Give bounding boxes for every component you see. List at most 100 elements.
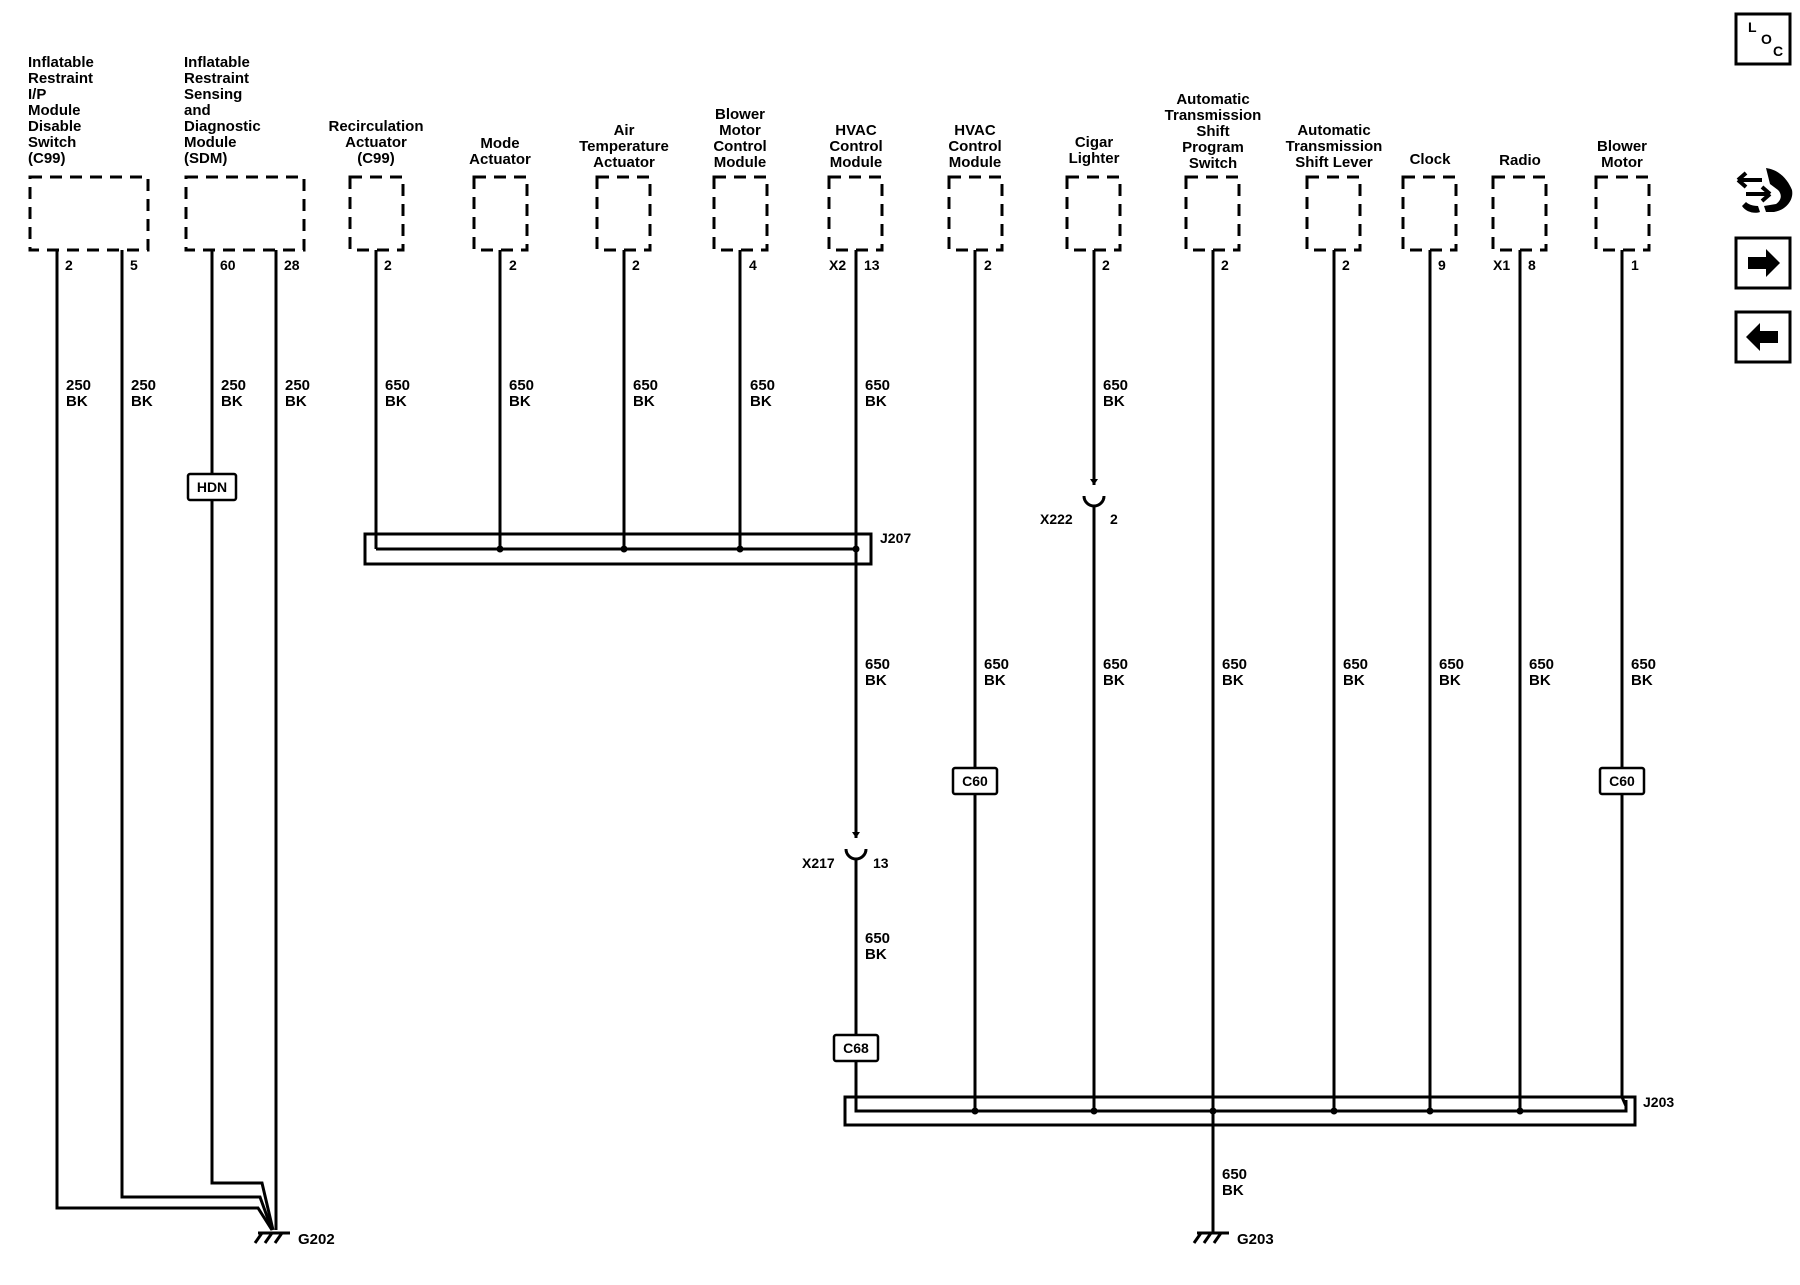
component-label-line: Transmission [1165, 107, 1262, 124]
component-label-line: Cigar [1075, 134, 1114, 151]
component-label-line: Transmission [1286, 138, 1383, 155]
component-label-line: (SDM) [184, 150, 227, 167]
previous-button[interactable] [1734, 310, 1792, 364]
wire-label-w8-gauge: 650 [750, 377, 775, 394]
splice-j203-bar [854, 1100, 1628, 1113]
component-box-c13 [1491, 175, 1548, 252]
component-connector-icon[interactable] [1736, 168, 1793, 213]
inline-connector-x222: X222 2 [1040, 479, 1118, 527]
pin-c7-connector: X2 [829, 257, 846, 273]
component-label-line: Actuator [593, 154, 655, 171]
component-label-line: Shift Lever [1295, 154, 1373, 171]
component-label-line: Module [714, 154, 767, 171]
wire-label-w1-color: BK [66, 393, 88, 410]
splice-j203-label: J203 [1643, 1094, 1674, 1110]
splice-j203-node [1209, 1107, 1217, 1115]
component-label-line: Restraint [28, 70, 93, 87]
plug-icon [1742, 202, 1760, 213]
tag-c68: C68 [843, 1040, 869, 1056]
tag-hdn: HDN [197, 479, 227, 495]
component-box-c4 [472, 175, 529, 252]
location-button[interactable]: L O C [1734, 12, 1792, 66]
wire-label-w12-gauge: 650 [984, 656, 1009, 673]
wire-label-w17-gauge: 650 [1529, 656, 1554, 673]
pin-c11-2: 2 [1342, 257, 1350, 273]
ground-g203-label: G203 [1237, 1231, 1274, 1248]
component-label-line: Diagnostic [184, 118, 261, 135]
component-label-line: Mode [480, 135, 519, 152]
component-boxes [28, 175, 1651, 252]
previous-button-frame[interactable] [1734, 310, 1792, 364]
component-label-line: Sensing [184, 86, 242, 103]
wire-label-w4-color: BK [285, 393, 307, 410]
swap-arrow-icon [1736, 171, 1762, 189]
wire-label-w3-color: BK [221, 393, 243, 410]
ground-g202-label: G202 [298, 1231, 335, 1248]
wire-label-w14-gauge: 650 [1222, 656, 1247, 673]
wire-label-w2-color: BK [131, 393, 153, 410]
wire-label-w16-color: BK [1439, 672, 1461, 689]
component-label-line: Motor [1601, 154, 1643, 171]
pin-c13-connector: X1 [1493, 257, 1510, 273]
pin-c12-9: 9 [1438, 257, 1446, 273]
pin-numbers: 2 5 60 28 2 2 2 4 X2 13 2 2 2 2 9 X1 8 1 [65, 257, 1639, 273]
component-box-c14 [1594, 175, 1651, 252]
connector-x217-pin: 13 [873, 855, 889, 871]
ground-g203-hatch [1192, 1232, 1203, 1244]
wire-label-w2-gauge: 250 [131, 377, 156, 394]
tag-c60b-box [1598, 766, 1646, 796]
next-button[interactable] [1734, 236, 1792, 290]
wire-label-w17-color: BK [1529, 672, 1551, 689]
tags: HDN C60 C60 C68 [186, 472, 1646, 1063]
component-label-line: Recirculation [328, 118, 423, 135]
component-label-line: HVAC [954, 122, 996, 139]
ground-g203-hatch [1202, 1232, 1213, 1244]
arrow-right-icon [1748, 249, 1780, 277]
ground-g202-hatch [273, 1232, 284, 1244]
wire-label-w5-color: BK [385, 393, 407, 410]
component-label-line: Program [1182, 139, 1244, 156]
wire-label-w11-gauge: 650 [865, 656, 890, 673]
pin-c5-2: 2 [632, 257, 640, 273]
ground-g203: G203 [1192, 1231, 1274, 1248]
wire-label-w16-gauge: 650 [1439, 656, 1464, 673]
splice-j203-node [1516, 1107, 1524, 1115]
component-box-c12 [1401, 175, 1458, 252]
component-label-line: Clock [1410, 151, 1452, 168]
location-letter: L [1748, 19, 1757, 35]
wire-label-w9-color: BK [865, 393, 887, 410]
component-label-line: Actuator [469, 151, 531, 168]
component-box-c8 [947, 175, 1004, 252]
component-label-line: Control [829, 138, 882, 155]
component-box-c1 [28, 175, 150, 252]
component-label-line: Control [948, 138, 1001, 155]
pin-c14-1: 1 [1631, 257, 1639, 273]
component-label-line: Blower [715, 106, 765, 123]
component-label-line: Switch [28, 134, 76, 151]
component-label-c13: Radio [1499, 152, 1541, 169]
wire-label-w4-gauge: 250 [285, 377, 310, 394]
location-button-frame[interactable] [1734, 12, 1792, 66]
pin-c2-28: 28 [284, 257, 300, 273]
location-letter: O [1761, 31, 1772, 47]
wire-label-w19-gauge: 650 [865, 930, 890, 947]
wire-c1-pin2 [55, 250, 274, 1231]
connector-x222-male [1090, 479, 1098, 485]
splice-j207-label: J207 [880, 530, 911, 546]
wire-label-w18-color: BK [1631, 672, 1653, 689]
pin-c9-2: 2 [1102, 257, 1110, 273]
pin-c7-13: 13 [864, 257, 880, 273]
component-box-c5 [595, 175, 652, 252]
connector-x222-female [1082, 495, 1106, 508]
component-label-line: Actuator [345, 134, 407, 151]
splice-j207-node [852, 545, 860, 553]
component-label-line: Air [614, 122, 635, 139]
ground-g202-hatch [263, 1232, 274, 1244]
wire-label-w3-gauge: 250 [221, 377, 246, 394]
